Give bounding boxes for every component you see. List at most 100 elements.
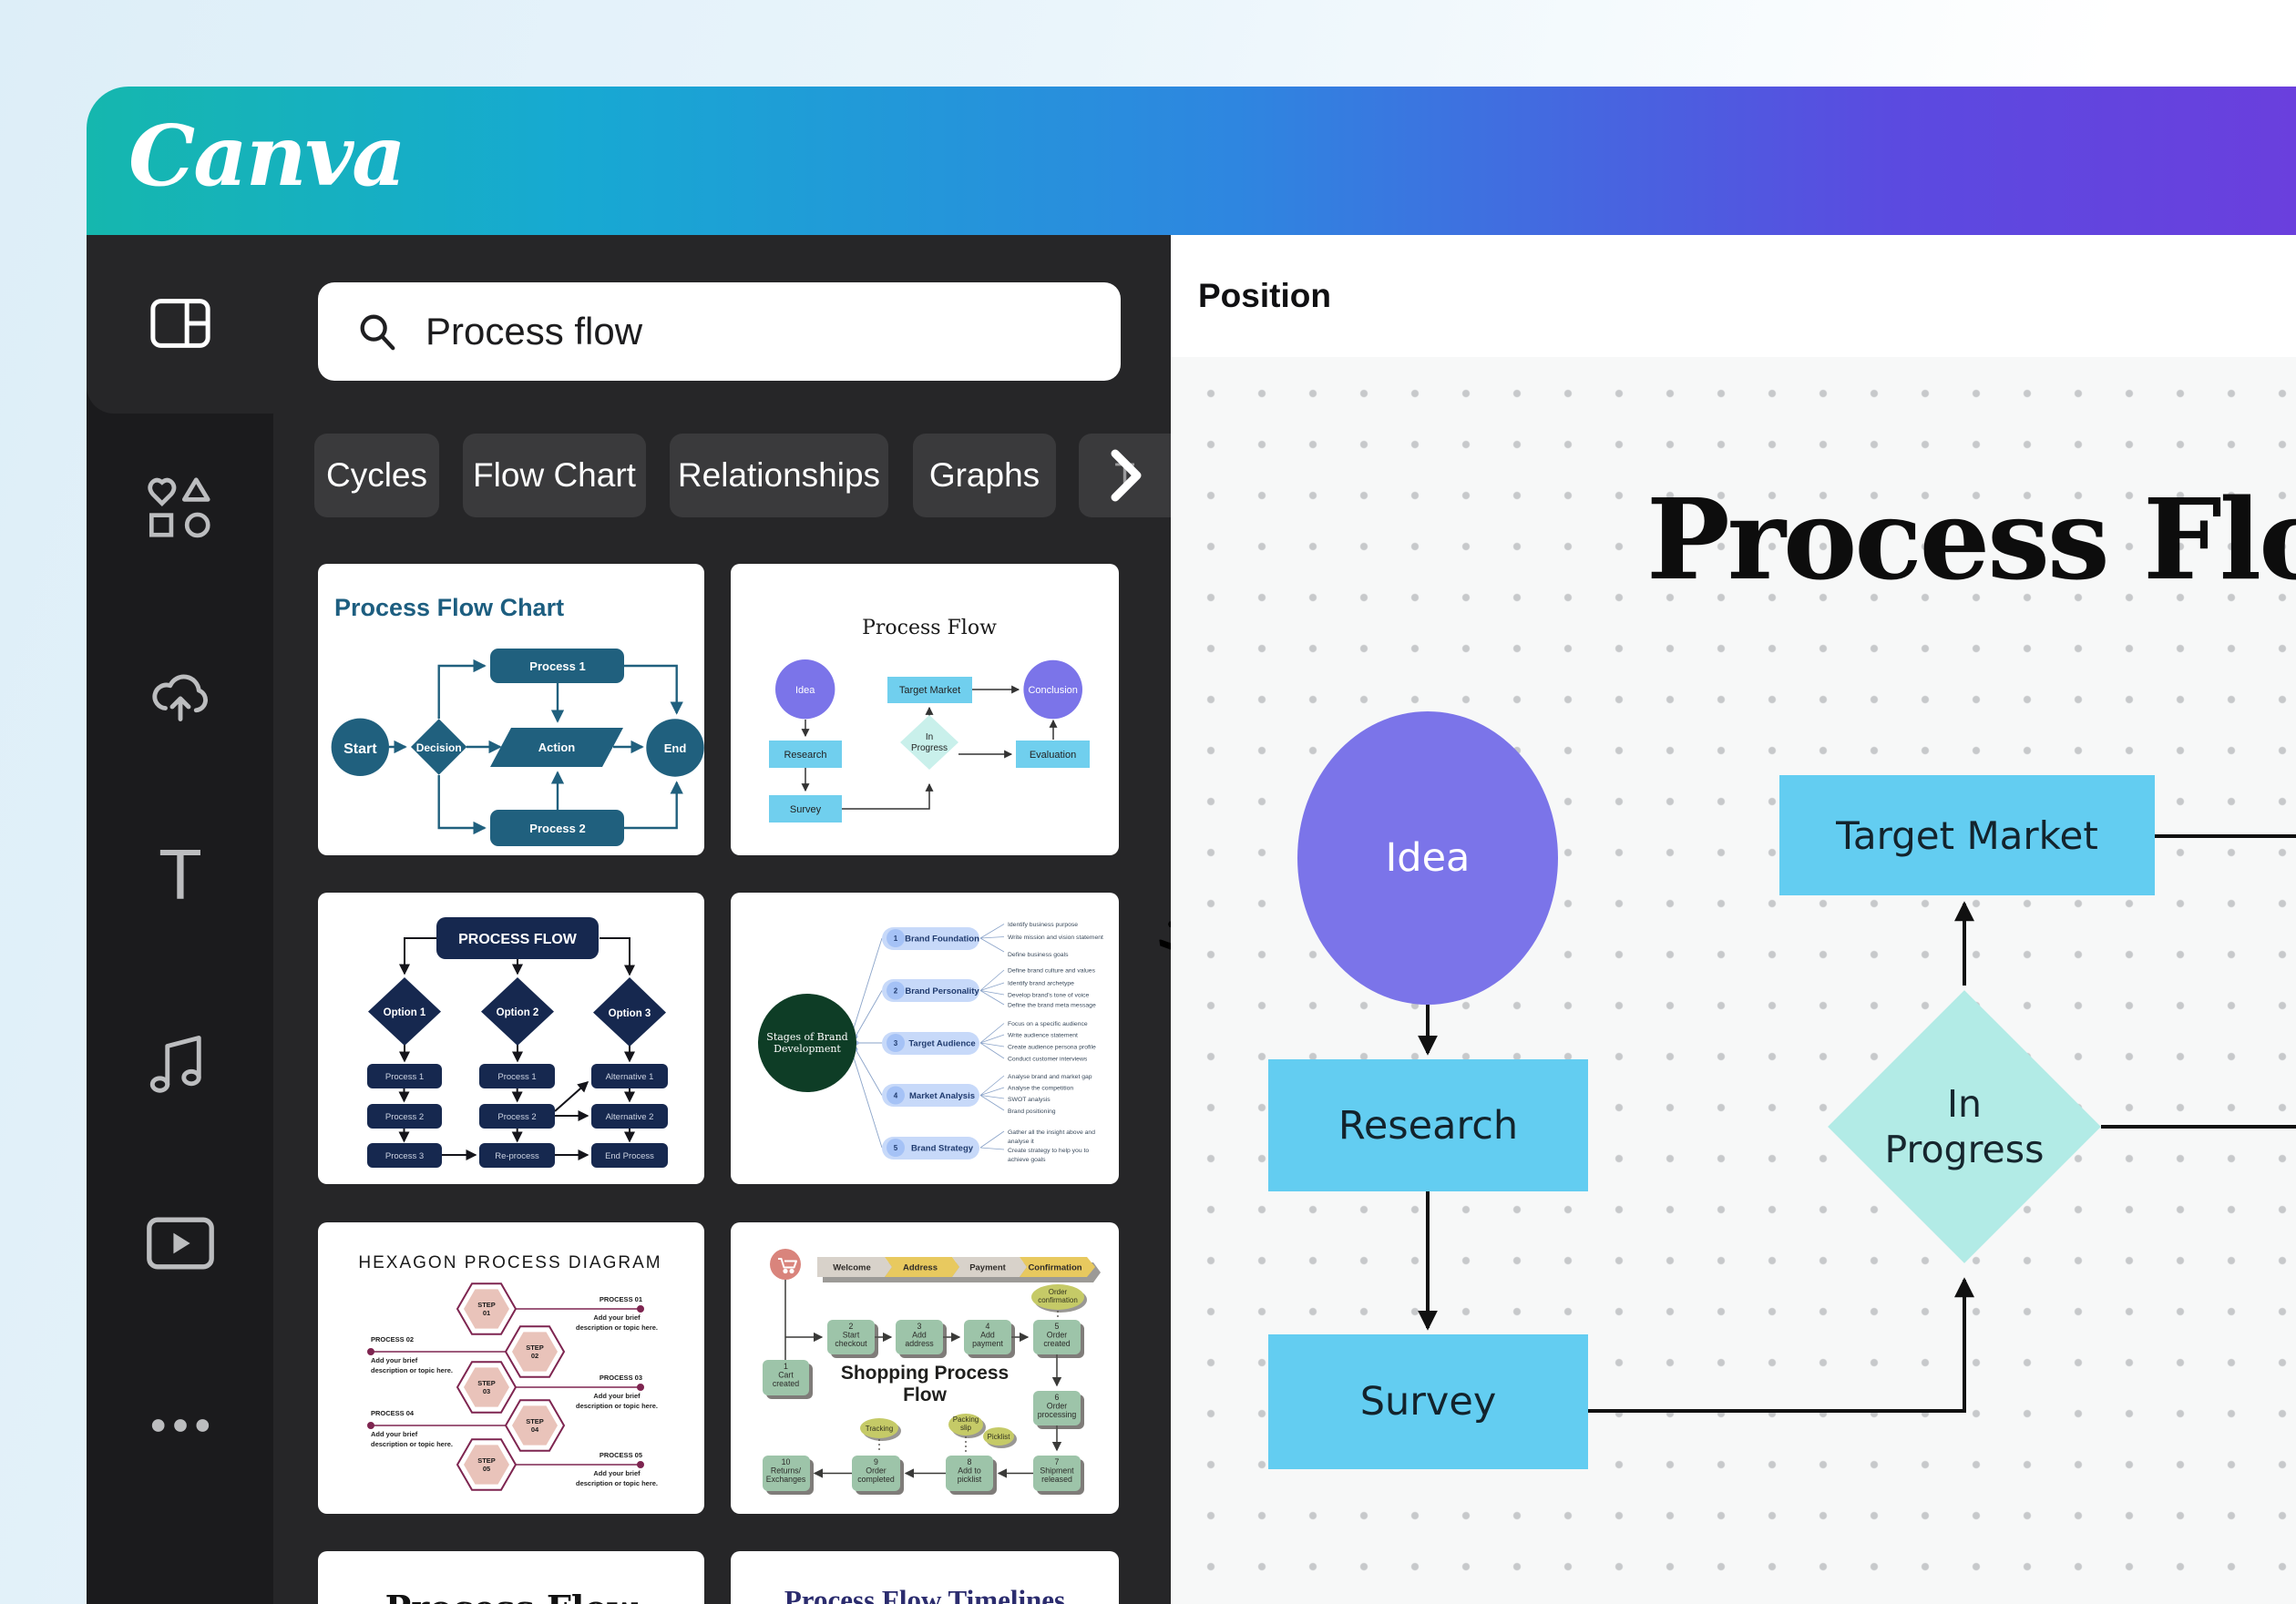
stage-item: Write mission and vision statement	[1008, 935, 1103, 941]
sidebar-item-design[interactable]	[87, 273, 273, 373]
chip-label: Cycles	[325, 456, 428, 494]
template-card-shopping-flow[interactable]: Welcome Address Payment Confirmation	[731, 1222, 1119, 1514]
stage-item: Conduct customer interviews	[1008, 1057, 1088, 1063]
templates-panel: Cycles Flow Chart Relationships Graphs T…	[273, 235, 1276, 1604]
stage-item: Analyse brand and market gap	[1008, 1074, 1092, 1080]
sidebar-item-more[interactable]	[87, 1375, 273, 1476]
template-card-options-flow[interactable]: PROCESS FLOW Option 1 Option 2 Option 3 …	[318, 893, 704, 1184]
stage-item: Create audience persona profile	[1008, 1045, 1096, 1051]
node-label: Option 1	[384, 1007, 426, 1018]
sidebar-item-elements[interactable]	[87, 457, 273, 557]
position-button[interactable]: Position	[1198, 277, 1331, 314]
chevron-right-icon[interactable]	[1106, 446, 1146, 505]
search-input[interactable]	[424, 309, 1065, 354]
stage-item: SWOT analysis	[1008, 1097, 1051, 1103]
banner-step: Confirmation	[1028, 1263, 1081, 1273]
tag-label: Picklist	[988, 1433, 1011, 1441]
node-label: Idea	[795, 685, 815, 696]
stage-item: Analyse the competition	[1008, 1086, 1073, 1092]
filter-chip-cycles[interactable]: Cycles	[314, 434, 439, 517]
template-card-partial-left[interactable]: Process Flow	[318, 1551, 704, 1604]
node-label: Alternative 1	[606, 1072, 654, 1082]
stage-item: Define business goals	[1008, 952, 1069, 958]
filter-chip-overflow[interactable]: T	[1079, 434, 1171, 517]
template-card-partial-right[interactable]: Process Flow Timelines	[731, 1551, 1119, 1604]
node-label: Process 2	[529, 822, 585, 835]
node-label: Start	[343, 741, 377, 757]
node-label: Re-process	[495, 1151, 539, 1161]
template-title: Process Flow	[862, 617, 997, 639]
node-label: Decision	[416, 741, 462, 754]
filter-chip-relationships[interactable]: Relationships	[670, 434, 888, 517]
stage-item: Define brand culture and values	[1008, 968, 1096, 975]
node-label: Action	[538, 741, 576, 754]
stage-item: Brand positioning	[1008, 1108, 1056, 1115]
sidebar-item-audio[interactable]	[87, 1011, 273, 1111]
canvas-node-survey[interactable]: Survey	[1268, 1334, 1588, 1469]
process-label: PROCESS 03	[600, 1374, 642, 1382]
stage-item: Focus on a specific audience	[1008, 1021, 1088, 1027]
banner-step: Welcome	[833, 1263, 871, 1273]
process-label: PROCESS 04	[371, 1409, 415, 1417]
stage-label: Brand Strategy	[911, 1144, 974, 1154]
node-label: Survey	[790, 804, 822, 815]
stage-item: Write audience statement	[1008, 1033, 1078, 1039]
svg-text:T: T	[159, 839, 202, 912]
search-bar[interactable]	[318, 282, 1121, 381]
template-card-process-flow[interactable]: Process Flow	[731, 564, 1119, 855]
stage-item: Identify brand archetype	[1008, 981, 1074, 987]
stage-number: 4	[894, 1092, 898, 1100]
template-title: Process Flow	[318, 1588, 704, 1604]
filter-chip-graphs[interactable]: Graphs	[913, 434, 1056, 517]
stage-number: 1	[894, 935, 898, 943]
node-label: End Process	[605, 1151, 654, 1161]
node-label: Conclusion	[1028, 685, 1077, 696]
sidebar-item-video[interactable]	[87, 1193, 273, 1293]
chip-label: Flow Chart	[473, 456, 636, 494]
canvas-node-target-market[interactable]: Target Market	[1779, 775, 2155, 895]
filter-chip-flow-chart[interactable]: Flow Chart	[463, 434, 646, 517]
canva-logo[interactable]: Canva	[128, 107, 406, 205]
template-card-process-flow-chart[interactable]: Process Flow Chart	[318, 564, 704, 855]
node-label: Process 1	[385, 1072, 424, 1082]
canvas-node-in-progress-label[interactable]: In Progress	[1884, 1082, 2045, 1171]
upload-cloud-icon	[151, 674, 208, 721]
canvas-title[interactable]: Process Flow	[1646, 474, 2296, 605]
stage-label: Brand Foundation	[905, 935, 979, 945]
chip-label: Graphs	[928, 456, 1040, 494]
canvas-node-research[interactable]: Research	[1268, 1059, 1588, 1191]
node-label: Alternative 2	[606, 1112, 654, 1122]
editor-toolbar: Position	[1171, 235, 2296, 359]
chip-label: Relationships	[677, 456, 881, 494]
process-label: PROCESS 02	[371, 1335, 414, 1343]
sidebar-item-uploads[interactable]	[87, 643, 273, 743]
design-canvas[interactable]: Process Flow Idea Target Market Research…	[1171, 357, 2296, 1604]
template-title: Process Flow Chart	[334, 594, 564, 621]
canvas-node-idea[interactable]: Idea	[1297, 711, 1558, 1005]
elements-icon	[147, 477, 210, 538]
node-label: End	[664, 741, 687, 755]
node-label: Process 3	[385, 1151, 424, 1161]
sidebar-item-text[interactable]: T	[87, 825, 273, 925]
